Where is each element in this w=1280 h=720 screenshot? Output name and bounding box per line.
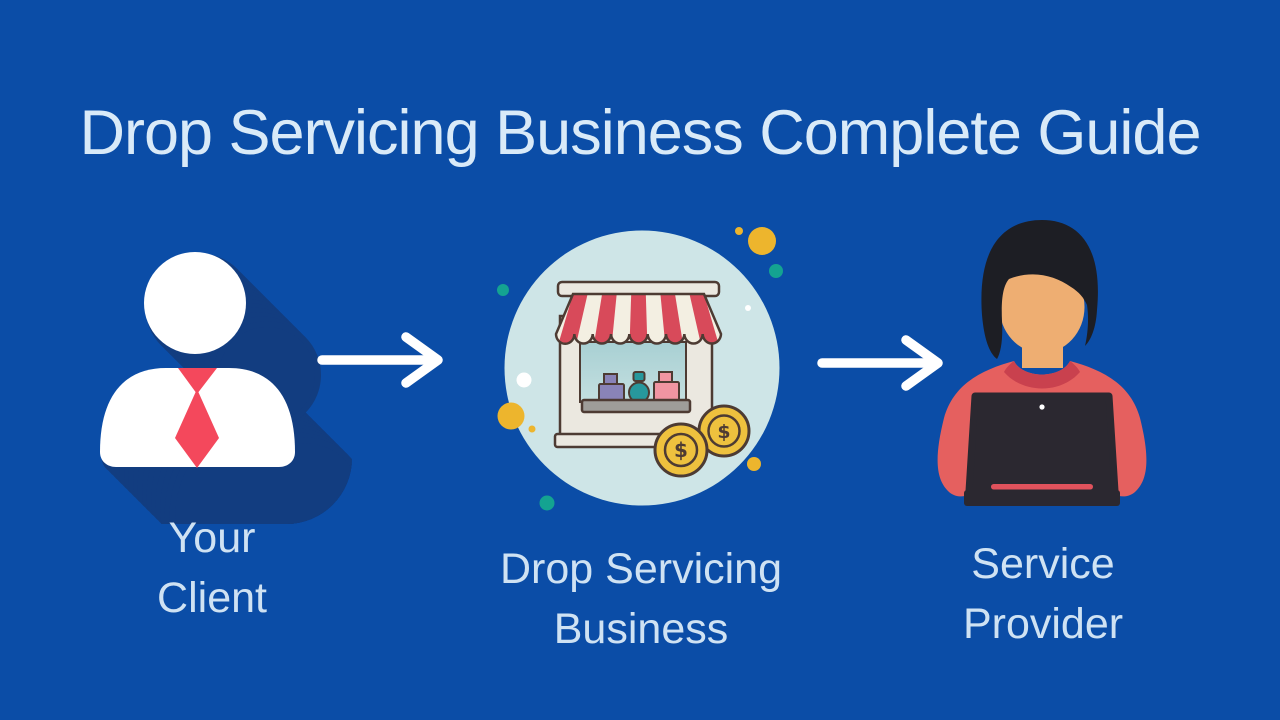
face xyxy=(999,261,1085,353)
collar xyxy=(1004,361,1080,389)
confetti-dots xyxy=(497,227,783,511)
business-badge: $ $ xyxy=(497,227,783,511)
coin-back: $ xyxy=(697,404,751,458)
business-label: Drop Servicing Business xyxy=(500,539,782,659)
arrow-head xyxy=(401,332,443,388)
confetti-dot xyxy=(528,425,536,433)
confetti-dot xyxy=(497,284,509,296)
arrow-client-to-business xyxy=(317,332,443,388)
confetti-dot xyxy=(516,372,532,388)
business-label-line1: Drop Servicing xyxy=(500,545,782,593)
laptop-base xyxy=(964,490,1120,506)
confetti-dot xyxy=(748,227,776,255)
arrow-head xyxy=(901,335,943,391)
client-person-icon xyxy=(100,252,367,539)
business-label-line2: Business xyxy=(553,605,729,653)
provider-label-line2: Provider xyxy=(962,600,1124,648)
page-title: Drop Servicing Business Complete Guide xyxy=(79,98,1201,168)
client-label-line1: Your xyxy=(168,514,256,562)
service-provider-icon xyxy=(937,220,1147,506)
coins-icon: $ $ xyxy=(653,404,751,478)
shelf-bottles xyxy=(598,371,680,404)
provider-label: Service Provider xyxy=(963,534,1123,654)
confetti-dot xyxy=(539,495,555,511)
tie-icon xyxy=(175,368,219,468)
confetti-dot xyxy=(769,264,783,278)
storefront-icon xyxy=(553,280,723,449)
laptop-stripe xyxy=(991,484,1093,490)
client-label: Your Client xyxy=(157,508,267,628)
coin-symbol: $ xyxy=(717,421,730,443)
confetti-dot xyxy=(497,402,525,430)
confetti-dot xyxy=(735,227,743,235)
provider-label-line1: Service xyxy=(971,540,1115,588)
arrow-business-to-provider xyxy=(817,335,943,391)
laptop-camera xyxy=(1039,404,1045,410)
hair xyxy=(981,220,1098,359)
coin-symbol: $ xyxy=(674,438,688,462)
client-label-line2: Client xyxy=(157,574,267,622)
confetti-dot xyxy=(747,457,761,471)
laptop-icon xyxy=(964,392,1120,506)
confetti-dot xyxy=(745,305,751,311)
coin-front: $ xyxy=(653,422,709,478)
